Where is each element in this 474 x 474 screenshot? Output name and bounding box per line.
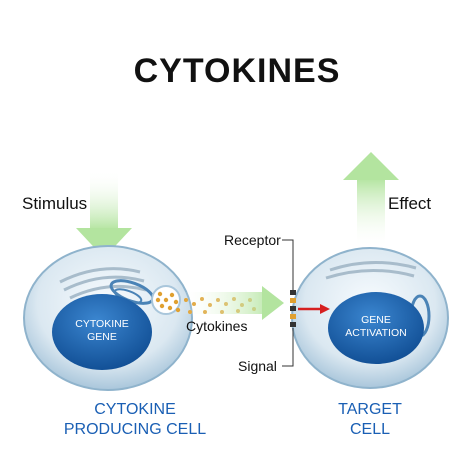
caption-right-line1: TARGET [338,401,402,418]
stimulus-arrow [76,170,132,258]
leader-lines [282,239,294,367]
nucleus-left-line2: GENE [87,331,117,343]
caption-left-line1: CYTOKINE [94,401,176,418]
nucleus-left-line1: CYTOKINE [75,318,129,330]
cytokine-arrow [180,286,284,320]
receptors [290,290,296,327]
cytokines-label: Cytokines [186,318,248,334]
caption-left-line2: PRODUCING CELL [63,421,207,438]
receptor-label: Receptor [224,232,281,248]
producing-cell-caption: CYTOKINE PRODUCING CELL [40,400,230,440]
signal-label: Signal [238,358,277,374]
diagram-title: CYTOKINES [133,52,341,90]
effect-label: Effect [388,194,432,213]
stimulus-label: Stimulus [22,194,88,213]
nucleus-right-line2: ACTIVATION [345,327,407,339]
signal-arrow [298,304,330,314]
target-cell [291,247,449,389]
effect-arrow [343,152,399,248]
gene-activation-nucleus-label: GENE ACTIVATION [330,314,422,340]
caption-right-line2: CELL [349,421,391,438]
target-cell-caption: TARGET CELL [300,400,440,440]
nucleus-right-line1: GENE [361,314,391,326]
cytokine-gene-nucleus-label: CYTOKINE GENE [62,318,142,344]
producing-cell [23,245,193,391]
